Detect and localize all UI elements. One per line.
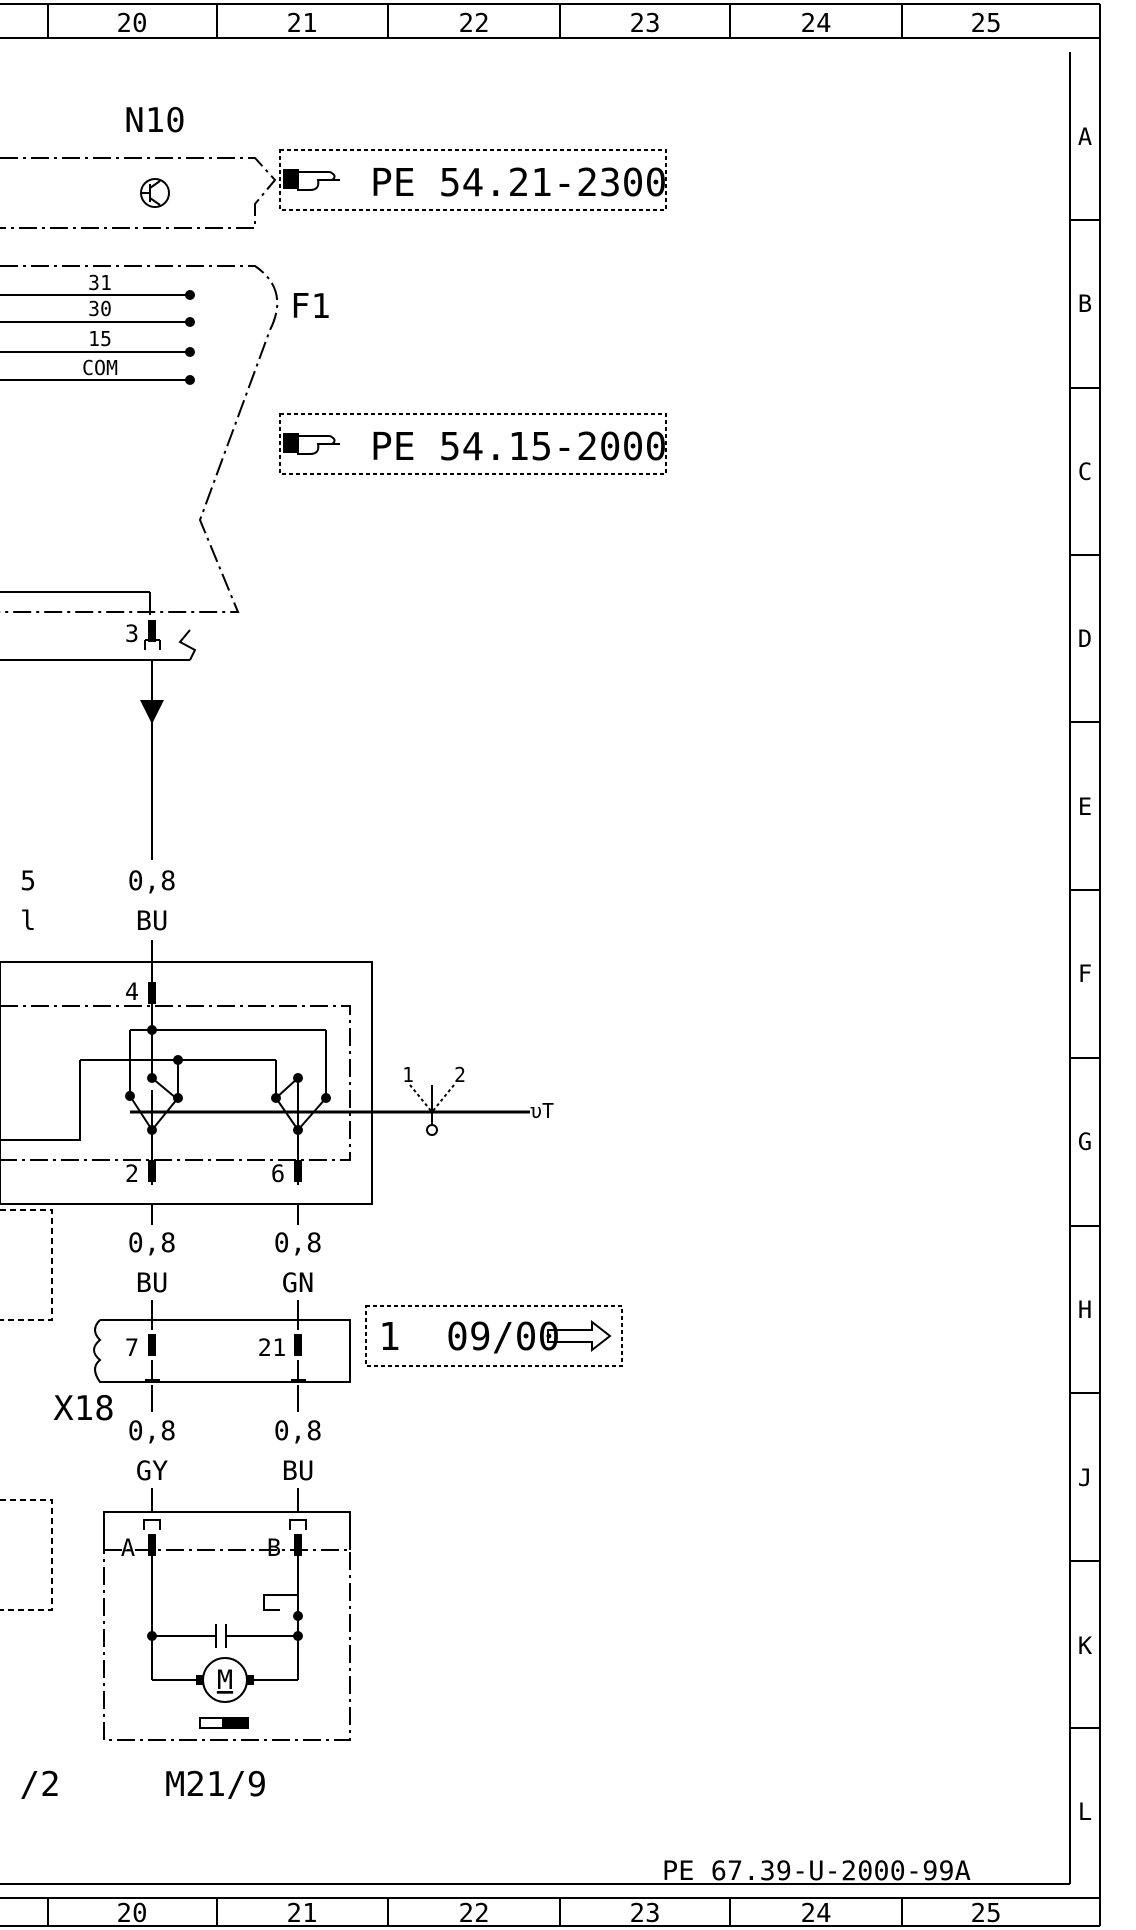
column-label-bottom: 20 xyxy=(116,1899,147,1929)
pin-label-4: 4 xyxy=(125,978,139,1006)
pin-contact xyxy=(148,1534,156,1556)
column-label: 21 xyxy=(286,9,317,39)
row-label: J xyxy=(1078,1464,1092,1492)
bus-lines xyxy=(0,294,190,381)
row-label: C xyxy=(1078,458,1092,486)
column-label-bottom: 25 xyxy=(970,1899,1001,1929)
footer-reference: PE 67.39-U-2000-99A xyxy=(662,1856,971,1887)
reference-box-2[interactable]: PE 54.15-2000 xyxy=(279,413,667,475)
pin-contact xyxy=(294,1334,302,1356)
switch-junction-dots xyxy=(125,1025,331,1135)
row-label: H xyxy=(1078,1296,1092,1324)
wire-size-label: 0,8 xyxy=(274,1416,323,1447)
x18-connector xyxy=(93,1319,351,1383)
row-label: G xyxy=(1078,1128,1092,1156)
column-label: 20 xyxy=(116,9,147,39)
f1-outline xyxy=(0,265,279,613)
wire-color-label: BU xyxy=(282,1456,315,1487)
column-label: 22 xyxy=(458,9,489,39)
thermal-switch-symbol xyxy=(409,1084,455,1136)
pin-contact xyxy=(148,1334,156,1356)
pin-label-3: 3 xyxy=(125,620,139,648)
bus-label-30: 30 xyxy=(88,297,112,321)
wire-color-label: GN xyxy=(282,1268,315,1299)
wire-size-label: 0,8 xyxy=(128,1228,177,1259)
bus-dots xyxy=(185,290,195,385)
thermal-pin-2: 2 xyxy=(454,1063,466,1087)
row-label: F xyxy=(1078,960,1092,988)
pin-label-7: 7 xyxy=(125,1334,139,1362)
arrow-right-icon xyxy=(547,1319,612,1353)
wire-size-label: 0,8 xyxy=(274,1228,323,1259)
pointing-hand-icon xyxy=(283,169,340,191)
column-label-bottom: 22 xyxy=(458,1899,489,1929)
reference-text-1: PE 54.21-2300 xyxy=(370,161,667,205)
wire-segments xyxy=(151,1385,299,1512)
row-label: B xyxy=(1078,290,1092,318)
row-label: K xyxy=(1078,1632,1093,1660)
wire-color-label: GY xyxy=(136,1456,169,1487)
motor-symbol-label: M xyxy=(217,1665,233,1696)
reference-text-2: PE 54.15-2000 xyxy=(370,425,667,469)
bus-label-31: 31 xyxy=(88,271,112,295)
pin-label-a: A xyxy=(121,1534,136,1562)
reference-number: 1 xyxy=(378,1315,401,1359)
pin-contact xyxy=(294,1160,302,1182)
row-label: A xyxy=(1078,123,1093,151)
left-dashed-box-fragments xyxy=(0,1209,53,1611)
wire-size-label: 0,8 xyxy=(128,1416,177,1447)
bus-label-com: COM xyxy=(82,356,118,380)
left-edge-fragment: 5 xyxy=(20,866,36,897)
m21-9-outline xyxy=(103,1511,351,1741)
component-label-m21-9: M21/9 xyxy=(165,1765,267,1805)
bus-label-15: 15 xyxy=(88,327,112,351)
pin-contact xyxy=(294,1534,302,1556)
column-label: 23 xyxy=(629,9,660,39)
pin-label-b: B xyxy=(267,1534,281,1562)
pin-contact xyxy=(148,620,156,642)
reference-box-3[interactable]: 1 09/00 xyxy=(365,1305,623,1367)
transistor-symbol xyxy=(140,178,170,208)
sheet-frame xyxy=(0,3,1101,1927)
row-label: D xyxy=(1078,625,1092,653)
thermal-pin-1: 1 xyxy=(402,1063,414,1087)
column-label: 25 xyxy=(970,9,1001,39)
wire-color-label: BU xyxy=(136,1268,169,1299)
reference-box-1[interactable]: PE 54.21-2300 xyxy=(279,149,667,211)
component-label-partial: /2 xyxy=(20,1765,61,1805)
pin-label-6: 6 xyxy=(271,1160,285,1188)
pin-contact xyxy=(148,982,156,1004)
ground-arrow-icon xyxy=(140,700,164,724)
component-label-x18: X18 xyxy=(53,1389,114,1429)
column-label: 24 xyxy=(800,9,831,39)
pin-brackets xyxy=(143,1519,307,1530)
wire-size-label: 0,8 xyxy=(128,866,177,897)
wire-segments xyxy=(151,1204,299,1330)
switch-module xyxy=(0,961,530,1205)
pin-contact xyxy=(148,1160,156,1182)
f1-pin3-wiring xyxy=(0,591,197,860)
motor-indicator-icon xyxy=(199,1717,249,1729)
component-label-f1: F1 xyxy=(290,287,331,327)
wire-color-label: BU xyxy=(136,906,169,937)
row-label: L xyxy=(1078,1798,1092,1826)
column-label-bottom: 23 xyxy=(629,1899,660,1929)
pointing-hand-icon xyxy=(283,433,340,455)
column-label-bottom: 21 xyxy=(286,1899,317,1929)
column-label-bottom: 24 xyxy=(800,1899,831,1929)
n10-outline xyxy=(0,157,277,229)
motor-junctions xyxy=(147,1611,303,1685)
reference-date: 09/00 xyxy=(446,1315,560,1359)
pin-label-21: 21 xyxy=(258,1334,287,1362)
component-label-n10: N10 xyxy=(124,101,185,141)
left-edge-fragment: l xyxy=(20,906,36,937)
pin-label-2: 2 xyxy=(125,1160,139,1188)
temperature-symbol: υT xyxy=(530,1099,554,1123)
row-label: E xyxy=(1078,793,1092,821)
